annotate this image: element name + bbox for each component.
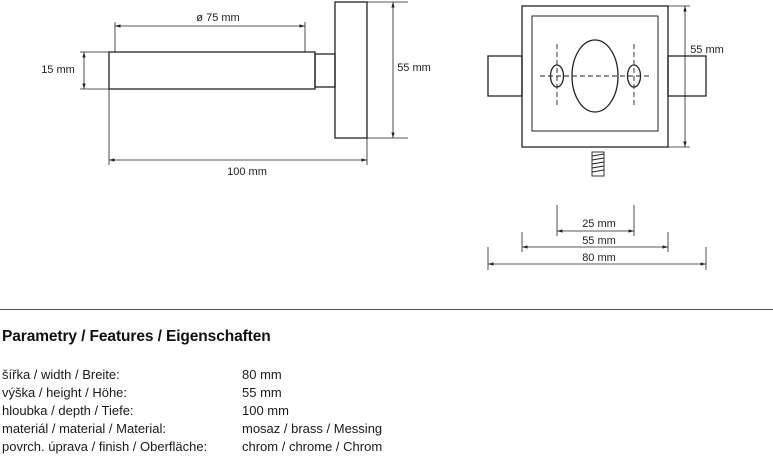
dim-front-plate-height: 55 mm bbox=[690, 44, 724, 56]
dim-hole-spacing: 25 mm bbox=[582, 218, 616, 230]
mounting-plate-outer bbox=[521, 5, 669, 148]
side-tab-right bbox=[667, 55, 707, 97]
mounting-plate-side bbox=[334, 1, 368, 139]
dim-plate-width: 55 mm bbox=[582, 235, 616, 247]
spec-value: mosaz / brass / Messing bbox=[242, 421, 383, 436]
spec-label: povrch. úprava / finish / Oberfläche: bbox=[2, 439, 208, 454]
spec-label: šířka / width / Breite: bbox=[2, 367, 120, 382]
front-view-dimensions bbox=[487, 5, 707, 270]
spec-label: hloubka / depth / Tiefe: bbox=[2, 403, 134, 418]
spec-value: 55 mm bbox=[242, 385, 282, 400]
shaft-neck bbox=[314, 53, 336, 88]
set-screw bbox=[591, 151, 605, 177]
spec-label: výška / height / Höhe: bbox=[2, 385, 128, 400]
spec-row-depth: hloubka / depth / Tiefe: 100 mm bbox=[2, 402, 422, 420]
side-view bbox=[108, 1, 368, 139]
features-table: šířka / width / Breite: 80 mm výška / he… bbox=[2, 366, 422, 456]
technical-drawing: ø 75 mm 15 mm 55 mm 100 mm bbox=[41, 1, 724, 270]
center-cutout bbox=[571, 39, 619, 113]
spec-value: chrom / chrome / Chrom bbox=[242, 439, 383, 454]
dim-overall-width: 80 mm bbox=[582, 252, 616, 264]
side-view-dimensions bbox=[80, 1, 408, 165]
spec-value: 100 mm bbox=[242, 403, 289, 418]
front-view bbox=[487, 5, 707, 148]
spec-label: materiál / material / Material: bbox=[2, 421, 166, 436]
mounting-plate-inner bbox=[531, 15, 659, 132]
dim-side-plate-height: 55 mm bbox=[397, 62, 431, 74]
dim-overall-depth: 100 mm bbox=[227, 166, 267, 178]
section-divider bbox=[0, 309, 773, 310]
spec-row-material: materiál / material / Material: mosaz / … bbox=[2, 420, 422, 438]
center-lines bbox=[540, 44, 650, 106]
handle-bar bbox=[108, 51, 316, 90]
spec-row-height: výška / height / Höhe: 55 mm bbox=[2, 384, 422, 402]
dim-rosette-diameter: ø 75 mm bbox=[196, 12, 239, 24]
dim-shaft-diameter: 15 mm bbox=[41, 64, 75, 76]
features-title: Parametry / Features / Eigenschaften bbox=[2, 328, 271, 345]
spec-value: 80 mm bbox=[242, 367, 282, 382]
spec-row-finish: povrch. úprava / finish / Oberfläche: ch… bbox=[2, 438, 422, 456]
spec-row-width: šířka / width / Breite: 80 mm bbox=[2, 366, 422, 384]
side-tab-left bbox=[487, 55, 523, 97]
